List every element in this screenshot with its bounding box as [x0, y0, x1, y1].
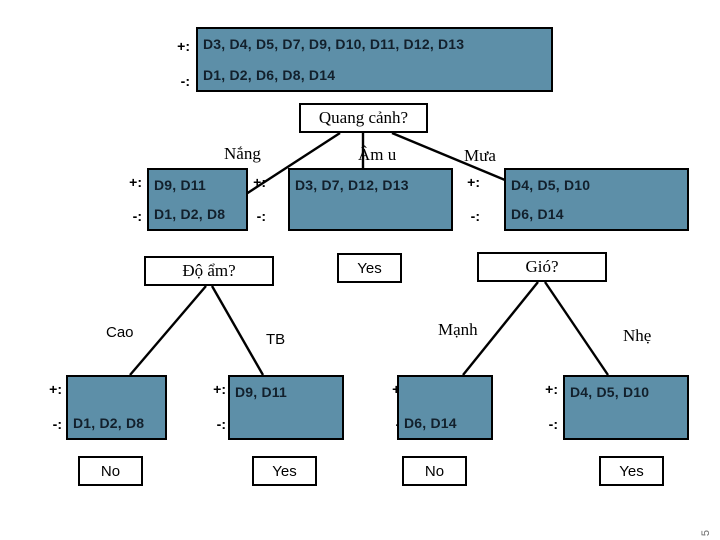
leaf-node-wind-weak: D4, D5, D10 [563, 375, 689, 440]
page-number: 5 [700, 530, 712, 537]
humidity-normal-positive-sign: +: [213, 381, 226, 397]
rain-positive-sign: +: [467, 174, 480, 190]
humidity-normal-negative-sign: -: [216, 416, 226, 432]
wind-weak-negative-sign: -: [548, 416, 558, 432]
humidity-high-positive-sign: +: [49, 381, 62, 397]
branch-label-sunny: Nắng [224, 144, 261, 163]
overcast-positive-sign: +: [253, 174, 266, 190]
decision-humidity[interactable]: Độ ẩm? [144, 256, 274, 286]
wind-weak-negative-items [565, 408, 687, 439]
overcast-negative-sign: -: [256, 208, 266, 224]
overcast-positive-items: D3, D7, D12, D13 [295, 176, 409, 193]
branch-label-overcast: Âm u [358, 145, 397, 164]
node-overcast: D3, D7, D12, D13 [288, 168, 453, 231]
root-negative-sign: -: [180, 73, 190, 89]
sunny-positive-items: D9, D11 [154, 176, 206, 193]
rain-negative-items: D6, D14 [511, 206, 564, 223]
branch-label-normal: TB [266, 331, 286, 348]
leaf-answer-humidity-normal: Yes [252, 456, 317, 486]
leaf-node-humidity-normal: D9, D11 [228, 375, 344, 440]
rain-positive-items: D4, D5, D10 [511, 176, 591, 193]
root-positive-items: D3, D4, D5, D7, D9, D10, D11, D12, D13 [203, 36, 465, 53]
sunny-negative-items: D1, D2, D8 [154, 206, 226, 223]
decision-wind[interactable]: Gió? [477, 252, 607, 282]
leaf-answer-wind-weak: Yes [599, 456, 664, 486]
wind-weak-positive-items: D4, D5, D10 [570, 384, 650, 401]
branch-label-strong: Mạnh [438, 320, 478, 339]
humidity-high-positive-items [68, 377, 165, 408]
leaf-node-humidity-high: D1, D2, D8 [66, 375, 167, 440]
humidity-normal-positive-items: D9, D11 [235, 384, 287, 401]
leaf-overcast-answer: Yes [337, 253, 402, 283]
rain-negative-sign: -: [470, 208, 480, 224]
humidity-normal-negative-items [230, 408, 342, 439]
edge-humidity-high [129, 285, 207, 376]
node-rain: D4, D5, D10 D6, D14 [504, 168, 689, 231]
leaf-answer-wind-strong: No [402, 456, 467, 486]
root-positive-sign: +: [177, 38, 190, 54]
root-node: D3, D4, D5, D7, D9, D10, D11, D12, D13 D… [196, 27, 553, 92]
edge-wind-weak [544, 281, 609, 376]
branch-label-weak: Nhẹ [623, 326, 652, 345]
leaf-answer-humidity-high: No [78, 456, 143, 486]
overcast-negative-items [290, 200, 451, 230]
root-negative-items: D1, D2, D6, D8, D14 [203, 66, 336, 83]
node-sunny: D9, D11 D1, D2, D8 [147, 168, 248, 231]
wind-strong-positive-items [399, 377, 491, 408]
branch-label-high: Cao [106, 324, 134, 341]
humidity-high-negative-sign: -: [52, 416, 62, 432]
leaf-node-wind-strong: D6, D14 [397, 375, 493, 440]
sunny-negative-sign: -: [132, 208, 142, 224]
edge-humidity-normal [210, 285, 265, 376]
humidity-high-negative-items: D1, D2, D8 [73, 414, 145, 431]
wind-weak-positive-sign: +: [545, 381, 558, 397]
branch-label-rain: Mưa [464, 146, 496, 165]
sunny-positive-sign: +: [129, 174, 142, 190]
wind-strong-negative-items: D6, D14 [404, 414, 457, 431]
decision-outlook[interactable]: Quang cảnh? [299, 103, 428, 133]
